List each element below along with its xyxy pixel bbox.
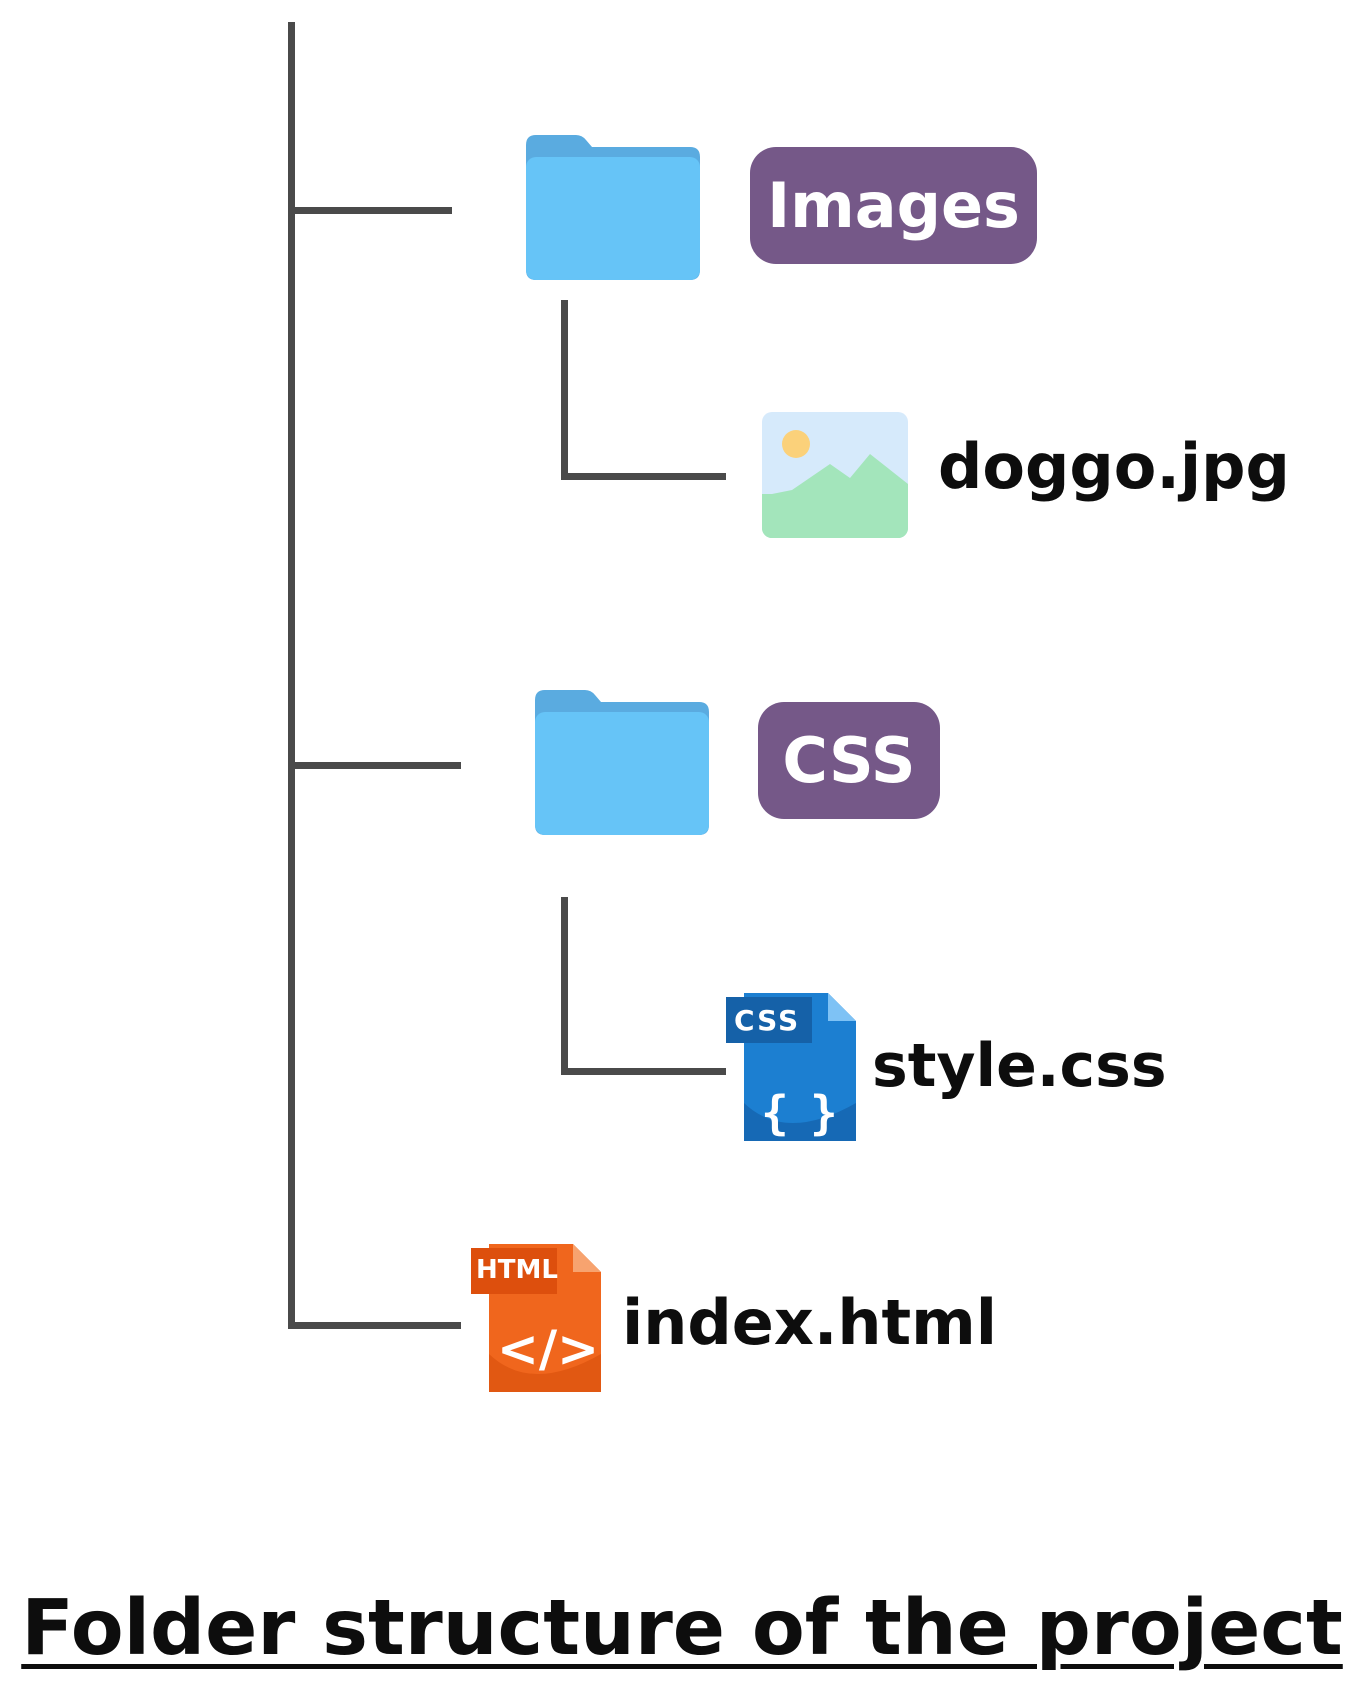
folder-label-images: Images	[750, 147, 1037, 264]
file-label-index-html: index.html	[622, 1286, 997, 1359]
svg-text:{: {	[761, 1086, 789, 1140]
svg-text:}: }	[810, 1086, 838, 1140]
branch-line-index	[288, 1322, 461, 1329]
css-file-icon: { } CSS	[726, 993, 856, 1141]
folder-icon	[535, 690, 709, 835]
root-trunk-line	[288, 22, 295, 1329]
css-badge-text: CSS	[734, 1004, 801, 1037]
image-file-icon	[762, 412, 908, 538]
css-child-trunk-line	[561, 897, 568, 1075]
html-badge-text: HTML	[476, 1255, 558, 1285]
css-child-branch-line	[561, 1068, 726, 1075]
branch-line-css	[288, 762, 461, 769]
images-child-branch-line	[561, 473, 726, 480]
folder-icon	[526, 135, 700, 280]
images-child-trunk-line	[561, 300, 568, 480]
diagram-caption: Folder structure of the project	[0, 1590, 1364, 1667]
file-label-style-css: style.css	[872, 1031, 1167, 1101]
html-file-icon: </> HTML	[471, 1244, 601, 1392]
diagram-caption-text: Folder structure of the project	[21, 1584, 1343, 1673]
folder-label-css: CSS	[758, 702, 940, 819]
svg-text:</>: </>	[497, 1320, 599, 1378]
file-label-doggo-jpg: doggo.jpg	[938, 430, 1290, 503]
branch-line-images	[288, 207, 452, 214]
